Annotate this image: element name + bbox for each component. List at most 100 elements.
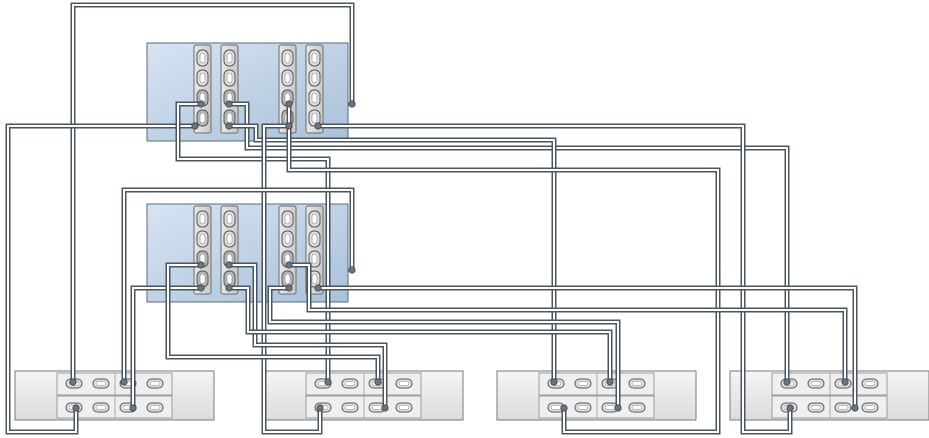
cable-connector [381, 404, 389, 412]
pcie-slot [305, 44, 324, 134]
port-opening [311, 92, 318, 104]
cable-connector [120, 378, 128, 386]
sas-cable [225, 261, 389, 412]
cable-connector [550, 378, 558, 386]
cable-connector [314, 284, 322, 292]
port-opening [199, 233, 206, 245]
cable-connector [129, 404, 137, 412]
port-opening [604, 405, 616, 410]
port-opening [398, 405, 410, 410]
sas-cable [120, 187, 356, 386]
port-opening [311, 253, 318, 265]
cable-inner [177, 103, 329, 383]
iom-a [56, 372, 173, 396]
pcie-slot [220, 44, 239, 134]
cable-connector [225, 261, 233, 269]
cable-inner [132, 287, 202, 409]
cable-inner [228, 287, 611, 383]
port-opening [284, 273, 291, 285]
port-opening [226, 72, 233, 84]
pcie-slot [193, 205, 212, 295]
port-opening [577, 405, 589, 410]
pcie-slot [278, 205, 297, 295]
pcie-slot [220, 205, 239, 295]
cable-connector [197, 284, 205, 292]
port-opening [95, 405, 107, 410]
shelf-2 [263, 370, 464, 421]
cable-connector [69, 378, 77, 386]
controller-bottom [146, 203, 349, 303]
cable-connector [72, 404, 80, 412]
cable-connector [348, 100, 356, 108]
shelf-3 [496, 370, 697, 421]
port-opening [311, 273, 318, 285]
sas-cable [314, 122, 794, 435]
sas-cable [225, 284, 614, 386]
cable-inner [72, 4, 353, 383]
port-opening [837, 405, 849, 410]
cable-inner [317, 125, 791, 433]
cable-inner [7, 125, 196, 433]
pcie-slot [278, 44, 297, 134]
port-opening [226, 273, 233, 285]
port-opening [226, 213, 233, 225]
cables [5, 2, 859, 435]
cable-inner [228, 264, 386, 409]
sas-cable [285, 100, 721, 435]
iom-b [538, 395, 655, 419]
iom-a [771, 372, 888, 396]
port-opening [398, 381, 410, 386]
port-opening [550, 405, 562, 410]
sas-cable [165, 261, 382, 386]
port-opening [199, 52, 206, 64]
cable-connector [285, 100, 293, 108]
port-opening [810, 405, 822, 410]
cable-inner [317, 287, 856, 409]
port-opening [311, 233, 318, 245]
controllers [146, 42, 349, 303]
port-opening [199, 72, 206, 84]
cable-connector [851, 404, 859, 412]
shelf-1 [14, 370, 215, 421]
sas-cable [225, 122, 558, 386]
port-opening [344, 381, 356, 386]
port-opening [284, 52, 291, 64]
port-opening [311, 52, 318, 64]
pcie-slot [193, 44, 212, 134]
cable-connector [374, 378, 382, 386]
port-opening [864, 381, 876, 386]
port-opening [631, 405, 643, 410]
cable-connector [285, 284, 293, 292]
port-opening [199, 273, 206, 285]
port-opening [284, 233, 291, 245]
cable-connector [225, 100, 233, 108]
iom-b [56, 395, 173, 419]
port-opening [199, 213, 206, 225]
cable-connector [285, 261, 293, 269]
port-opening [226, 233, 233, 245]
port-opening [631, 381, 643, 386]
port-opening [149, 381, 161, 386]
cable-inner [228, 125, 555, 383]
port-opening [311, 213, 318, 225]
cable-connector [225, 284, 233, 292]
cable-inner [269, 287, 619, 409]
cable-connector [348, 266, 356, 274]
cable-inner [123, 189, 353, 383]
port-opening [149, 405, 161, 410]
port-opening [95, 381, 107, 386]
cable-connector [783, 378, 791, 386]
cable-inner [167, 264, 379, 383]
port-opening [577, 381, 589, 386]
cable-connector [614, 404, 622, 412]
cable-connector [191, 122, 199, 130]
iom-b [305, 395, 422, 419]
cable-connector [225, 122, 233, 130]
cable-connector [197, 261, 205, 269]
port-opening [810, 381, 822, 386]
port-opening [864, 405, 876, 410]
port-opening [311, 72, 318, 84]
iom-b [771, 395, 888, 419]
sas-cable [261, 122, 324, 435]
